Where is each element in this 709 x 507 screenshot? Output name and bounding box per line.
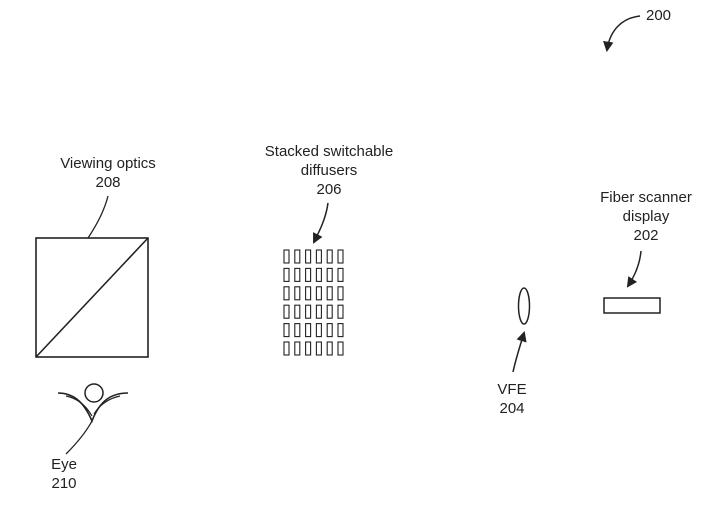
- diffuser-element: [294, 323, 301, 338]
- figure-ref-label: 200: [646, 6, 671, 25]
- diffuser-element: [283, 323, 290, 338]
- fiber-scanner-name-line1: Fiber scanner: [600, 189, 692, 206]
- diffuser-element: [326, 267, 333, 282]
- eye-icon: [57, 383, 129, 424]
- diffuser-element: [337, 323, 344, 338]
- diffuser-element: [326, 304, 333, 319]
- diffuser-element: [294, 341, 301, 356]
- viewing-optics-label: Viewing optics 208: [48, 154, 168, 192]
- diffuser-element: [337, 341, 344, 356]
- viewing-optics: [35, 237, 149, 358]
- diffuser-element: [305, 341, 312, 356]
- eye-lid-inner: [65, 395, 121, 417]
- fiber-scanner-ref: 202: [633, 227, 659, 244]
- fiber-scanner-arrow: [626, 250, 642, 288]
- diffuser-element: [326, 249, 333, 264]
- diffuser-element: [294, 249, 301, 264]
- diffuser-grid: [283, 249, 344, 356]
- viewing-optics-diagonal: [35, 237, 149, 358]
- diffuser-element: [283, 267, 290, 282]
- vfe-label: VFE 204: [486, 380, 538, 418]
- diffusers-name-line1: Stacked switchable: [264, 143, 394, 160]
- diffuser-element: [326, 323, 333, 338]
- vfe-name: VFE: [497, 381, 527, 398]
- diffuser-element: [315, 267, 322, 282]
- diffuser-element: [326, 286, 333, 301]
- diffusers-name-line2: diffusers: [300, 162, 358, 179]
- diffuser-element: [326, 341, 333, 356]
- eye-name: Eye: [51, 456, 77, 473]
- diffuser-element: [294, 267, 301, 282]
- diffuser-element: [337, 249, 344, 264]
- diffuser-element: [315, 341, 322, 356]
- viewing-optics-box: [35, 237, 149, 358]
- diffuser-element: [283, 304, 290, 319]
- viewing-optics-name: Viewing optics: [60, 155, 156, 172]
- eye-label: Eye 210: [36, 455, 92, 493]
- diffuser-element: [315, 286, 322, 301]
- eye-leader: [65, 420, 93, 455]
- diffuser-element: [337, 286, 344, 301]
- diffusers-ref: 206: [316, 181, 342, 198]
- diffuser-element: [283, 249, 290, 264]
- diffuser-element: [283, 286, 290, 301]
- diffuser-element: [337, 304, 344, 319]
- diffuser-element: [305, 304, 312, 319]
- diffuser-element: [305, 286, 312, 301]
- diffuser-element: [294, 304, 301, 319]
- figure-ref-arrow: [603, 15, 641, 53]
- fiber-scanner-display: [603, 297, 661, 314]
- fiber-scanner-name-line2: display: [622, 208, 670, 225]
- diffusers-label: Stacked switchable diffusers 206: [246, 142, 412, 199]
- diffuser-element: [315, 323, 322, 338]
- diffuser-element: [305, 249, 312, 264]
- diffuser-element: [283, 341, 290, 356]
- eye-ref: 210: [51, 475, 77, 492]
- diffuser-element: [305, 267, 312, 282]
- fiber-scanner-label: Fiber scanner display 202: [584, 188, 708, 245]
- figure-ref-number: 200: [646, 7, 672, 24]
- diffuser-element: [305, 323, 312, 338]
- diffuser-element: [337, 267, 344, 282]
- vfe-ref: 204: [499, 400, 525, 417]
- diffusers-arrow: [313, 202, 329, 244]
- eye-pupil: [84, 383, 104, 403]
- vfe-lens: [517, 287, 531, 325]
- viewing-optics-ref: 208: [95, 174, 121, 191]
- viewing-optics-leader: [87, 195, 109, 239]
- diffuser-element: [294, 286, 301, 301]
- vfe-arrow: [512, 330, 527, 373]
- diffuser-element: [315, 304, 322, 319]
- diffuser-element: [315, 249, 322, 264]
